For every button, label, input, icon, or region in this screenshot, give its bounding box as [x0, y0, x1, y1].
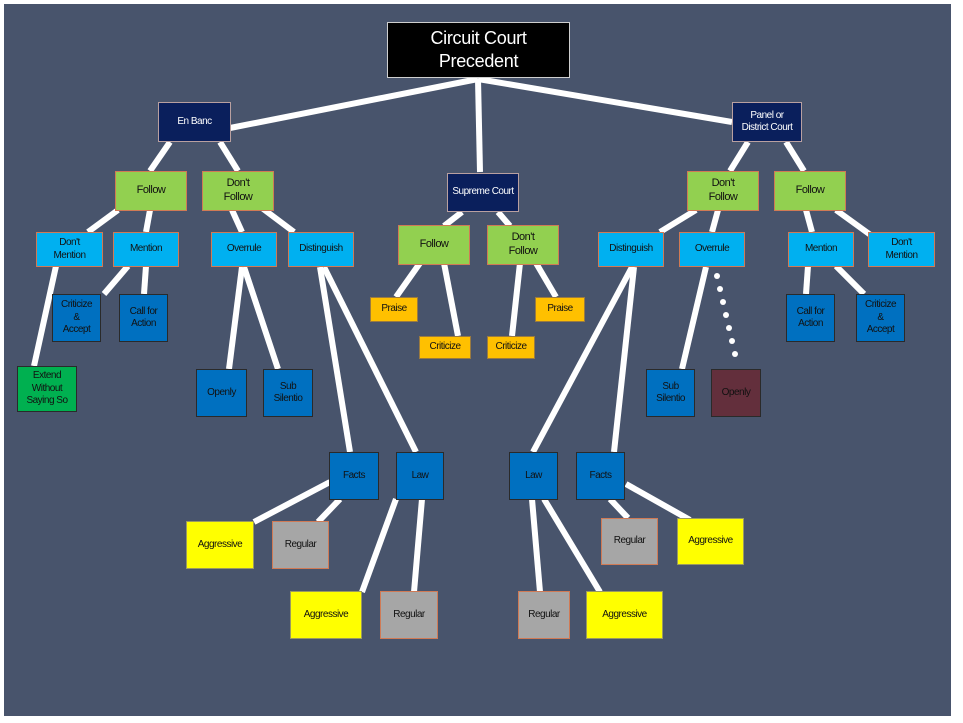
edge-law-regular-right: [529, 498, 543, 593]
edge-overrule-sub-silentio-right: [679, 266, 709, 370]
node-en-banc-dont-follow: Don't Follow: [202, 171, 274, 211]
node-en-banc: En Banc: [158, 102, 231, 142]
node-panel-law-aggressive: Aggressive: [586, 591, 663, 639]
node-en-banc-follow: Follow: [115, 171, 187, 211]
node-en-banc-openly: Openly: [196, 369, 247, 417]
node-panel-distinguish: Distinguish: [598, 232, 664, 267]
edge-follow-dont-mention-right: [834, 207, 874, 239]
node-supreme-court: Supreme Court: [447, 173, 519, 212]
edge-dont-follow-distinguish-right: [658, 207, 698, 235]
node-panel-facts-aggressive: Aggressive: [677, 518, 744, 565]
node-extend-without-saying-so: Extend Without Saying So: [17, 366, 77, 412]
node-en-banc-sub-silentio: Sub Silentio: [263, 369, 313, 417]
edge-dont-mention-extend: [31, 265, 59, 367]
node-en-banc-facts-aggressive: Aggressive: [186, 521, 254, 569]
edge-root-panel: [477, 76, 733, 125]
edge-dont-follow-overrule-right: [709, 209, 721, 233]
node-panel-sub-silentio: Sub Silentio: [646, 369, 695, 417]
edge-follow-praise: [393, 261, 423, 299]
edge-en-banc-dont-follow: [217, 140, 241, 173]
node-panel-law: Law: [509, 452, 558, 500]
edge-distinguish-law: [321, 265, 419, 454]
edge-panel-dont-follow: [727, 140, 751, 173]
edge-en-banc-follow: [147, 140, 173, 173]
edge-facts-regular: [315, 496, 343, 525]
edge-dont-follow-criticize: [509, 262, 523, 337]
node-en-banc-overrule: Overrule: [211, 232, 277, 267]
edge-facts-aggressive: [252, 479, 332, 525]
node-en-banc-criticize-accept: Criticize & Accept: [52, 294, 101, 342]
node-supreme-criticize-left: Criticize: [419, 336, 471, 359]
node-en-banc-facts: Facts: [329, 452, 379, 500]
edge-panel-follow: [783, 140, 807, 173]
edge-overrule-sub-silentio: [241, 266, 281, 370]
edge-facts-aggressive-right: [624, 481, 692, 523]
node-supreme-follow: Follow: [398, 225, 470, 265]
edge-distinguish-facts: [317, 266, 353, 453]
edge-law-aggressive-right: [541, 497, 603, 594]
node-panel-openly: Openly: [711, 369, 761, 417]
edge-follow-mention: [143, 209, 153, 233]
node-panel-or-district-court: Panel or District Court: [732, 102, 802, 142]
node-en-banc-law-aggressive: Aggressive: [290, 591, 362, 639]
edge-supreme-follow: [442, 209, 464, 229]
node-panel-call-for-action: Call for Action: [786, 294, 835, 342]
node-en-banc-facts-regular: Regular: [272, 521, 329, 569]
edge-mention-call-for-action: [141, 265, 149, 295]
node-panel-facts: Facts: [576, 452, 625, 500]
edge-root-en-banc: [229, 76, 479, 131]
edge-dont-follow-distinguish: [260, 205, 296, 235]
edge-root-supreme: [475, 78, 483, 173]
edge-follow-criticize: [441, 262, 461, 337]
node-panel-law-regular: Regular: [518, 591, 570, 639]
edge-dont-follow-overrule: [229, 208, 245, 234]
edge-mention-criticize-accept-right: [833, 263, 867, 297]
node-en-banc-dont-mention: Don't Mention: [36, 232, 103, 267]
node-panel-dont-follow: Don't Follow: [687, 171, 759, 211]
edge-follow-mention-right: [803, 209, 815, 233]
edge-supreme-dont-follow: [495, 210, 513, 228]
node-panel-criticize-accept: Criticize & Accept: [856, 294, 905, 342]
node-supreme-praise-right: Praise: [535, 297, 585, 322]
node-panel-overrule: Overrule: [679, 232, 745, 267]
node-panel-follow: Follow: [774, 171, 846, 211]
edge-law-aggressive: [359, 497, 399, 594]
edge-distinguish-law-right: [530, 265, 635, 454]
node-supreme-dont-follow: Don't Follow: [487, 225, 559, 265]
edge-law-regular: [411, 498, 425, 593]
node-supreme-praise-left: Praise: [370, 297, 418, 322]
edge-mention-call-for-action-right: [803, 265, 811, 295]
node-panel-facts-regular: Regular: [601, 518, 658, 565]
node-en-banc-mention: Mention: [113, 232, 179, 267]
node-supreme-criticize-right: Criticize: [487, 336, 535, 359]
edge-mention-criticize-accept: [101, 264, 131, 296]
node-en-banc-call-for-action: Call for Action: [119, 294, 168, 342]
node-circuit-court-precedent: Circuit Court Precedent: [387, 22, 570, 78]
edge-dont-follow-praise: [533, 261, 559, 299]
edge-overrule-openly: [226, 266, 245, 370]
node-en-banc-law: Law: [396, 452, 444, 500]
node-panel-mention: Mention: [788, 232, 854, 267]
dotted-edge-overrule-openly-right: [714, 273, 738, 357]
edge-follow-dont-mention: [86, 207, 120, 235]
edge-facts-regular-right: [607, 496, 631, 521]
edge-distinguish-facts-right: [611, 266, 637, 453]
node-panel-dont-mention: Don't Mention: [868, 232, 935, 267]
node-en-banc-law-regular: Regular: [380, 591, 438, 639]
node-en-banc-distinguish: Distinguish: [288, 232, 354, 267]
